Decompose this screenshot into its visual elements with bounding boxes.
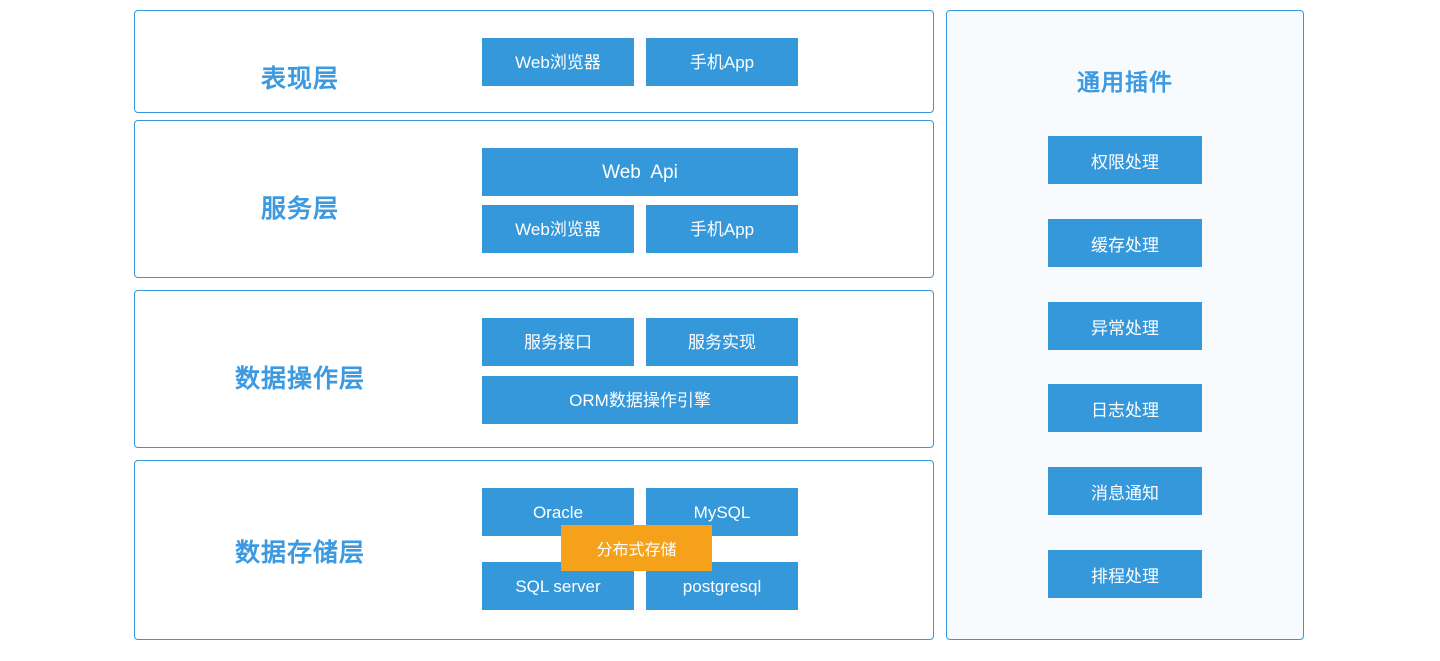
plugin-panel: 通用插件 权限处理 缓存处理 异常处理 日志处理 消息通知 排程处理: [946, 10, 1304, 640]
plugin-item-logging[interactable]: 日志处理: [1048, 384, 1202, 432]
layer-title-service: 服务层: [260, 195, 339, 223]
node-oracle[interactable]: Oracle: [482, 488, 634, 536]
node-mobile-app-service[interactable]: 手机App: [646, 205, 798, 253]
layer-title-data-storage: 数据存储层: [234, 539, 365, 567]
node-web-api[interactable]: Web Api: [482, 148, 798, 196]
plugin-item-cache[interactable]: 缓存处理: [1048, 219, 1202, 267]
layer-service: 服务层 Web Api Web浏览器 手机App: [134, 120, 934, 278]
node-distributed-storage[interactable]: 分布式存储: [561, 525, 712, 571]
plugin-item-exception[interactable]: 异常处理: [1048, 302, 1202, 350]
plugin-item-permission[interactable]: 权限处理: [1048, 136, 1202, 184]
node-web-browser-presentation[interactable]: Web浏览器: [482, 38, 634, 86]
layer-data-operation: 数据操作层 服务接口 服务实现 ORM数据操作引擎: [134, 290, 934, 448]
plugin-item-scheduling[interactable]: 排程处理: [1048, 550, 1202, 598]
layer-data-storage: 数据存储层 Oracle MySQL SQL server postgresql…: [134, 460, 934, 640]
layer-title-data-operation: 数据操作层: [234, 365, 365, 393]
node-service-implementation[interactable]: 服务实现: [646, 318, 798, 366]
plugin-item-message-notification[interactable]: 消息通知: [1048, 467, 1202, 515]
layer-title-presentation: 表现层: [260, 65, 339, 93]
layer-presentation: 表现层 Web浏览器 手机App: [134, 10, 934, 113]
node-mobile-app-presentation[interactable]: 手机App: [646, 38, 798, 86]
plugin-panel-title: 通用插件: [1077, 69, 1173, 95]
node-service-interface[interactable]: 服务接口: [482, 318, 634, 366]
node-orm-engine[interactable]: ORM数据操作引擎: [482, 376, 798, 424]
node-web-browser-service[interactable]: Web浏览器: [482, 205, 634, 253]
